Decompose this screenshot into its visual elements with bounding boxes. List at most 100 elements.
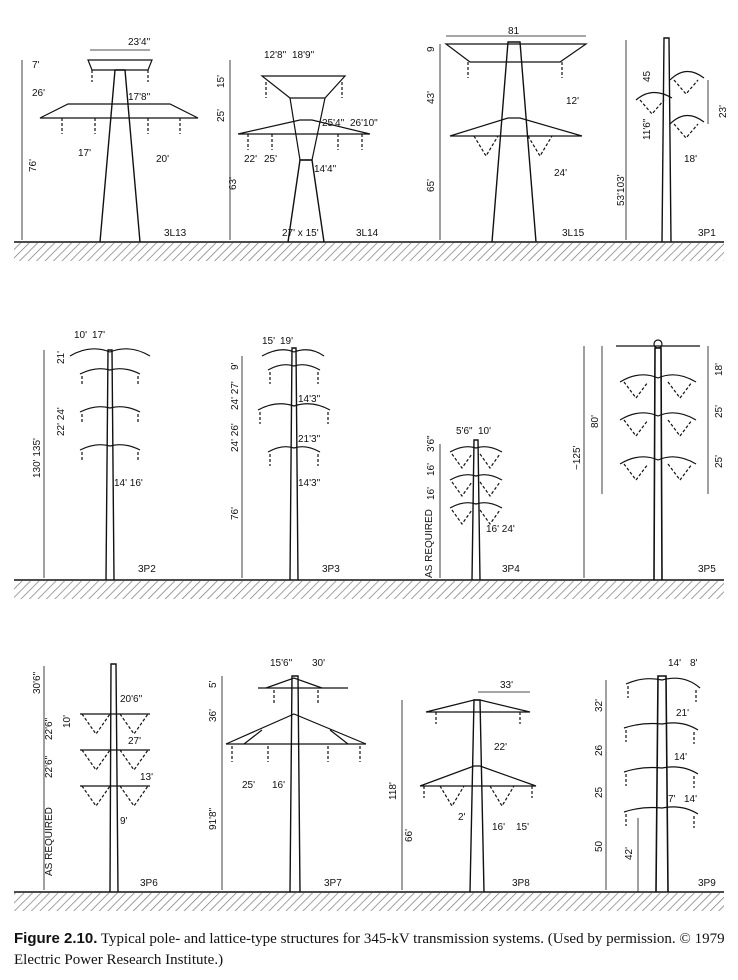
dim-label: 25'4" <box>322 118 345 129</box>
dim-label: 7' <box>32 60 40 71</box>
dim-label: 24' 27' <box>230 381 241 410</box>
dim-label: 26 <box>594 744 605 756</box>
dim-label: 13' <box>140 772 153 783</box>
dim-label: 16' 24' <box>486 524 515 535</box>
dim-label: 21' <box>56 351 67 364</box>
dim-label: 2' <box>458 812 466 823</box>
structure-label: 3P8 <box>512 878 530 889</box>
ground-row-3 <box>14 891 724 911</box>
dim-label: 25' <box>216 109 227 122</box>
dim-label: 12' <box>566 96 579 107</box>
dim-label: 32' <box>594 699 605 712</box>
dim-label: 22' 24' <box>56 407 67 436</box>
dim-label: 27' x 15' <box>282 228 319 239</box>
structure-label: 3P7 <box>324 878 342 889</box>
structure-3P7: 15'6" 30' 5' 36' 25' 16' 91'8" 3P7 <box>208 658 367 893</box>
dim-label: 36' <box>208 709 219 722</box>
structure-3L14: 12'8" 18'9" 15' 25' 25'4" 26'10" 22' 25'… <box>216 50 379 243</box>
structure-3L15: 81 9 12' 43' 24' 65' 3L15 <box>426 26 588 243</box>
dim-label: 23'4" <box>128 37 151 48</box>
structure-3P1: 45 23' 11'6" 18' 53'103' 3P1 <box>616 37 729 243</box>
structure-label: 3P2 <box>138 564 156 575</box>
dim-label: 33' <box>500 680 513 691</box>
dim-label: 10' <box>62 715 73 728</box>
dim-label: 25' <box>714 405 725 418</box>
dim-label: 45 <box>642 70 653 82</box>
dim-label: 15' <box>262 336 275 347</box>
dim-label: 21' <box>676 708 689 719</box>
dim-label: ~125' <box>572 445 583 470</box>
figure-number: Figure 2.10. <box>14 930 98 947</box>
dim-label: 18' <box>714 363 725 376</box>
dim-label: 11'6" <box>642 118 653 140</box>
dim-label: 76' <box>28 159 39 172</box>
structure-label: 3P6 <box>140 878 158 889</box>
dim-label: 16' <box>426 463 437 476</box>
dim-label: 30' <box>312 658 325 669</box>
structure-3P4: 5'6" 10' 3'6" 16' 16' 16' 24' AS REQUIRE… <box>424 426 520 581</box>
structure-label: 3P5 <box>698 564 716 575</box>
dim-label: 14' <box>674 752 687 763</box>
dim-label: 26' <box>32 88 45 99</box>
dim-label: 9 <box>426 46 437 52</box>
structure-label: 3L15 <box>562 228 585 239</box>
dim-label: 91'8" <box>208 807 219 830</box>
dim-label: 17'8" <box>128 92 151 103</box>
dim-label: 42' <box>624 847 635 860</box>
dim-label: 22'6" <box>44 717 55 740</box>
dim-label: 25' <box>264 154 277 165</box>
dim-label: 118' <box>388 782 399 800</box>
dim-label: 15' <box>216 75 227 88</box>
dim-label: 22'6" <box>44 755 55 778</box>
ground-row-2 <box>14 579 724 599</box>
figure-caption: Figure 2.10. Typical pole- and lattice-t… <box>14 928 726 971</box>
dim-label: 17' <box>78 148 91 159</box>
structure-label: 3L14 <box>356 228 379 239</box>
structure-label: 3P9 <box>698 878 716 889</box>
dim-label: 63' <box>228 177 239 190</box>
dim-label: 16' <box>426 487 437 500</box>
dim-label: 17' <box>92 330 105 341</box>
dim-label: 24' <box>554 168 567 179</box>
structure-3P5: 18' 80' ~125' 25' 25' 3P5 <box>572 339 725 581</box>
dim-label: 25 <box>594 786 605 798</box>
ground-row-1 <box>14 241 724 261</box>
dim-label: 12'8" <box>264 50 287 61</box>
dim-label: 81 <box>508 26 520 37</box>
dim-label: 53'103' <box>616 174 627 206</box>
dim-label: 65' <box>426 179 437 192</box>
dim-label: 9' <box>230 362 241 370</box>
structure-3P3: 15' 19' 9' 24' 27' 14'3" 24' 26' 21'3" 1… <box>230 336 340 581</box>
dim-label: AS REQUIRED <box>44 807 55 876</box>
dim-label: 22' <box>494 742 507 753</box>
dim-label: 18' <box>684 154 697 165</box>
dim-label: 76' <box>230 507 241 520</box>
dim-label: AS REQUIRED <box>424 509 435 578</box>
dim-label: 14'3" <box>298 394 321 405</box>
structure-3P2: 10' 17' 21' 22' 24' 130' 135' 14' 16' 3P… <box>32 330 156 581</box>
dim-label: 8' <box>690 658 698 669</box>
dim-label: 10' <box>74 330 87 341</box>
dim-label: 5'6" <box>456 426 473 437</box>
dim-label: 26'10" <box>350 118 378 129</box>
structure-label: 3P3 <box>322 564 340 575</box>
dim-label: 20'6" <box>120 694 143 705</box>
transmission-structures-figure: 23'4" 7' 26' 17'8" 17' 20' 76' 3L13 12'8… <box>14 26 729 911</box>
structure-3L13: 23'4" 7' 26' 17'8" 17' 20' 76' 3L13 <box>21 37 199 243</box>
dim-label: 18'9" <box>292 50 315 61</box>
dim-label: 3'6" <box>426 435 437 452</box>
dim-label: 5' <box>208 680 219 688</box>
structure-label: 3P1 <box>698 228 716 239</box>
dim-label: 21'3" <box>298 434 321 445</box>
dim-label: 50 <box>594 840 605 852</box>
dim-label: 14'3" <box>298 478 321 489</box>
dim-label: 20' <box>156 154 169 165</box>
dim-label: 30'6" <box>32 671 43 694</box>
dim-label: 19' <box>280 336 293 347</box>
dim-label: 16' <box>272 780 285 791</box>
dim-label: 25' <box>714 455 725 468</box>
dim-label: 14' 16' <box>114 478 143 489</box>
dim-label: 16' <box>492 822 505 833</box>
dim-label: 10' <box>478 426 491 437</box>
dim-label: 15'6" <box>270 658 293 669</box>
